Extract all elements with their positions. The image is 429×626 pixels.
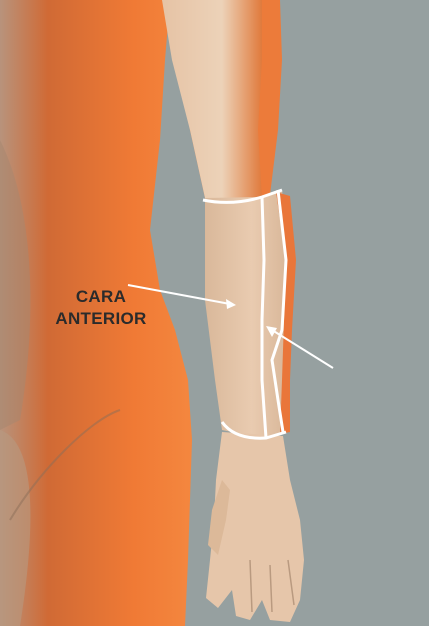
region-label-line2: ANTERIOR bbox=[36, 308, 166, 330]
region-label: CARA ANTERIOR bbox=[36, 286, 166, 330]
region-label-line1: CARA bbox=[36, 286, 166, 308]
